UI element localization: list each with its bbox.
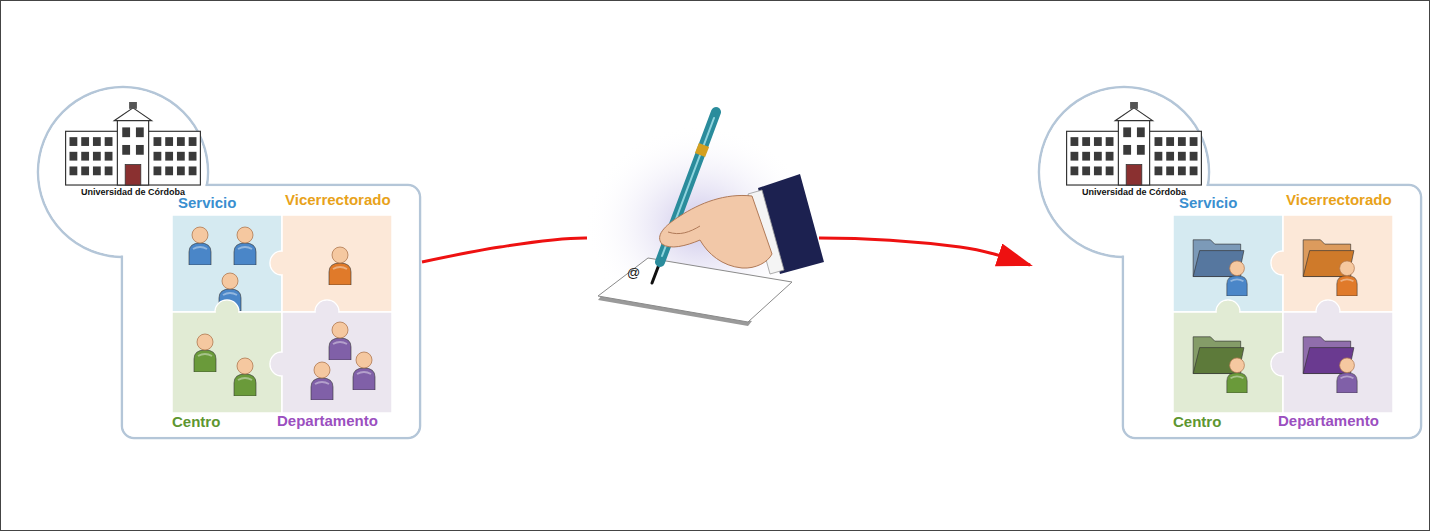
illustration-part [1272, 252, 1294, 274]
person-icon [194, 334, 216, 372]
illustration-part [1124, 186, 1419, 436]
illustration-part [1272, 353, 1294, 375]
puzzle-piece-shape [282, 312, 392, 413]
piece-label: Vicerrectorado [285, 192, 391, 209]
illustration-part [122, 185, 420, 438]
person-icon [234, 227, 256, 265]
illustration-part [1173, 312, 1283, 413]
puzzle-piece: Departamento [1283, 312, 1393, 413]
piece-label: Departamento [1278, 413, 1379, 430]
puzzle-piece-shape [282, 215, 392, 312]
paper-mark: @ [627, 266, 640, 280]
person-icon [189, 227, 211, 265]
puzzle-piece: Servicio [172, 215, 282, 312]
illustration-part [1123, 185, 1421, 438]
person-icon [1337, 261, 1357, 296]
puzzle-piece: Centro [172, 312, 282, 413]
illustration-part [172, 312, 282, 413]
puzzle-piece: Vicerrectorado [282, 215, 392, 312]
person-icon [353, 352, 375, 390]
university-panel: Universidad de CórdobaServicioVicerrecto… [30, 82, 422, 440]
puzzle-piece: Centro [1173, 312, 1283, 413]
hand [660, 195, 772, 268]
university-building [1067, 102, 1202, 185]
illustration-part [216, 301, 238, 323]
illustration-part [1317, 301, 1339, 323]
illustration-part [271, 252, 293, 274]
person-icon [329, 322, 351, 360]
puzzle-piece-shape [1173, 312, 1283, 413]
illustration-part [1173, 215, 1283, 312]
puzzle-piece-shape [1283, 312, 1393, 413]
pen-band [700, 145, 704, 155]
puzzle-piece-shape [172, 215, 282, 312]
university-building [66, 102, 201, 185]
person-icon [1337, 358, 1357, 393]
piece-label: Vicerrectorado [1286, 192, 1392, 209]
illustration-part [123, 186, 418, 436]
illustration-part [282, 215, 392, 312]
puzzle-piece-shape [1173, 215, 1283, 312]
illustration-part [1217, 301, 1239, 323]
illustration-part [316, 301, 338, 323]
illustration-part [282, 312, 392, 413]
person-icon [1227, 261, 1247, 296]
person-icon [234, 358, 256, 396]
person-icon [311, 362, 333, 400]
paper-sheet [598, 258, 792, 322]
illustration-part [172, 215, 282, 312]
puzzle-piece: Vicerrectorado [1283, 215, 1393, 312]
piece-label: Departamento [277, 413, 378, 430]
illustration-part [1283, 312, 1393, 413]
person-icon [329, 247, 351, 285]
piece-label: Centro [1173, 414, 1221, 431]
person-icon [1227, 358, 1247, 393]
puzzle-piece: Servicio [1173, 215, 1283, 312]
puzzle-piece-shape [172, 312, 282, 413]
illustration-part [1283, 215, 1393, 312]
university-panel: Universidad de CórdobaServicioVicerrecto… [1031, 82, 1423, 440]
finger-line [668, 226, 700, 234]
puzzle-piece-shape [1283, 215, 1393, 312]
illustration-part [271, 353, 293, 375]
piece-label: Servicio [178, 195, 236, 212]
piece-label: Centro [172, 414, 220, 431]
puzzle-piece: Departamento [282, 312, 392, 413]
piece-label: Servicio [1179, 195, 1237, 212]
